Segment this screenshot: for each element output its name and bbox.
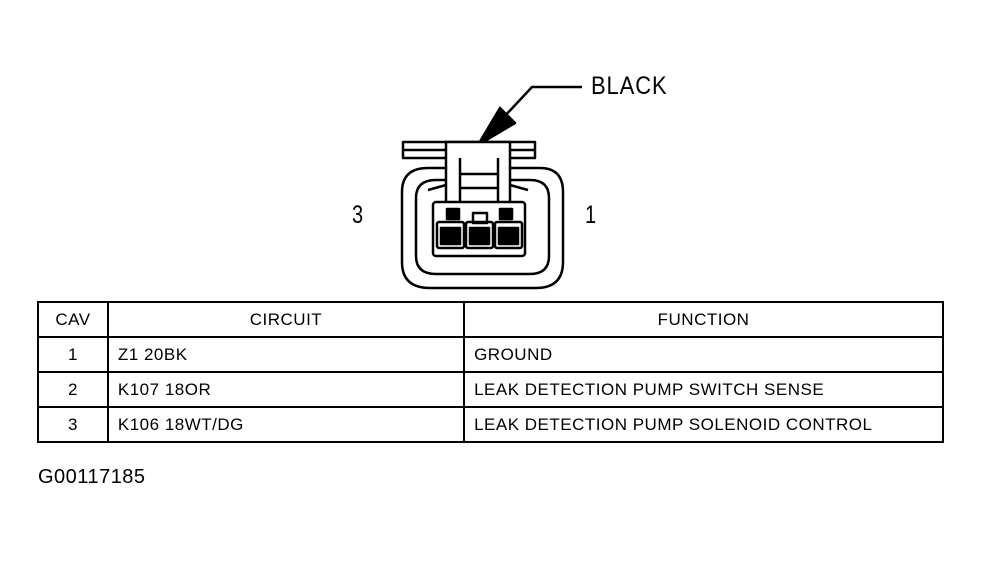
arrow-head [476, 106, 517, 147]
column-header-circuit: CIRCUIT [106, 301, 466, 338]
circuit-cell: K107 18OR [106, 371, 466, 408]
circuit-cell: K106 18WT/DG [106, 406, 466, 443]
function-cell: GROUND [463, 336, 944, 373]
cav-cell: 2 [37, 371, 109, 408]
figure-id: G00117185 [38, 466, 146, 488]
table-row: 1 Z1 20BK GROUND [37, 336, 944, 373]
pin-number-left: 3 [352, 201, 364, 229]
connector-outer-shell [400, 166, 565, 290]
column-header-function: FUNCTION [463, 301, 944, 338]
pin-number-right: 1 [585, 201, 597, 229]
latch-tower [444, 140, 512, 212]
cavity-1 [493, 220, 524, 250]
connector-inner-shell [414, 178, 551, 276]
pinout-table: CAV CIRCUIT FUNCTION 1 Z1 20BK GROUND 2 … [37, 301, 944, 443]
cavity-3 [435, 220, 466, 250]
column-header-cav: CAV [37, 301, 109, 338]
connector-color-label: BLACK [591, 72, 668, 100]
cav-cell: 1 [37, 336, 109, 373]
connector-diagram [400, 85, 582, 290]
function-cell: LEAK DETECTION PUMP SOLENOID CONTROL [463, 406, 944, 443]
table-header-row: CAV CIRCUIT FUNCTION [37, 301, 944, 338]
table-row: 2 K107 18OR LEAK DETECTION PUMP SWITCH S… [37, 371, 944, 408]
circuit-cell: Z1 20BK [106, 336, 466, 373]
leader-line [502, 85, 582, 119]
function-cell: LEAK DETECTION PUMP SWITCH SENSE [463, 371, 944, 408]
table-row: 3 K106 18WT/DG LEAK DETECTION PUMP SOLEN… [37, 406, 944, 443]
cav-cell: 3 [37, 406, 109, 443]
cavity-2 [464, 220, 495, 250]
